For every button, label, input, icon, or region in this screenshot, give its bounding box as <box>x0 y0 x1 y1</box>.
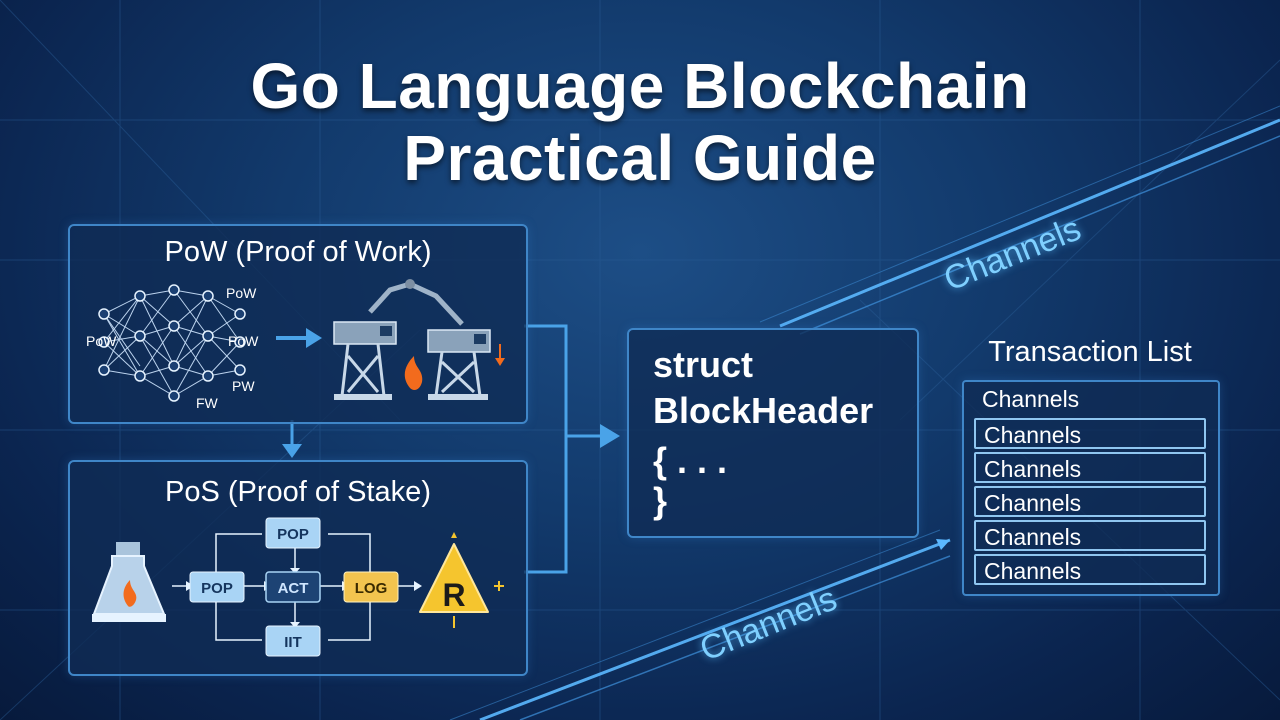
pos-node-top-label: POP <box>277 526 309 543</box>
lower-stream-lines <box>449 529 951 720</box>
transaction-item: Channels <box>974 452 1206 483</box>
code-line-2: BlockHeader <box>653 390 874 431</box>
pos-title: PoS (Proof of Stake) <box>165 476 431 508</box>
flame-icon <box>123 580 137 607</box>
transaction-item: Channels <box>974 520 1206 551</box>
pos-node-center-label: ACT <box>278 580 309 597</box>
reward-badge-icon <box>419 532 504 628</box>
pow-panel: PoW (Proof of Work) <box>68 224 528 424</box>
transaction-item: Channels <box>982 386 1080 412</box>
transaction-item: Channels <box>974 418 1206 449</box>
arrow-to-struct <box>600 424 620 448</box>
pos-node-bottom-label: IIT <box>284 634 302 651</box>
pow-title: PoW (Proof of Work) <box>164 236 432 268</box>
title-line-2: Practical Guide <box>403 122 877 194</box>
arrow-pow-to-pos <box>282 444 302 458</box>
pos-node-top <box>265 517 321 549</box>
network-label-5: FW <box>196 395 219 411</box>
code-line-1: struct <box>653 344 754 385</box>
mining-rig-icon <box>333 279 505 400</box>
pos-node-left-label: POP <box>201 580 233 597</box>
pos-node-right <box>343 571 399 603</box>
upper-stream-lines <box>759 105 1280 335</box>
page-title: Go Language Blockchain Practical Guide <box>0 50 1280 194</box>
transaction-item: Channels <box>974 554 1206 585</box>
flask-icon <box>92 542 166 622</box>
pos-node-right-label: LOG <box>355 580 388 597</box>
code-line-3: { . . . <box>653 440 728 481</box>
network-label-2: PoW <box>86 333 117 349</box>
transaction-list-title: Transaction List <box>988 336 1192 368</box>
pow-illustration: PoW PoW PoW PW FW <box>86 279 505 411</box>
flame-icon <box>404 356 423 390</box>
pos-node-bottom <box>265 625 321 657</box>
transaction-item: Channels <box>974 486 1206 517</box>
pos-panel: PoS (Proof of Stake) <box>68 460 528 676</box>
code-line-4: } <box>653 480 668 521</box>
pos-node-left <box>189 571 245 603</box>
reward-badge-label: R <box>442 577 465 613</box>
network-icon <box>103 289 241 397</box>
title-line-1: Go Language Blockchain <box>250 50 1030 122</box>
network-label-1: PoW <box>226 285 257 301</box>
struct-blockheader-panel: struct BlockHeader { . . . } <box>627 328 919 538</box>
pow-arrow-icon <box>276 328 322 348</box>
network-label-3: PoW <box>228 333 259 349</box>
pos-flow-diagram: POP POP ACT IIT LOG R <box>92 517 504 657</box>
transaction-list: Channels Channels Channels Channels Chan… <box>962 380 1220 596</box>
network-label-4: PW <box>232 378 255 394</box>
pos-node-center <box>265 571 321 603</box>
flow-connectors <box>290 324 600 574</box>
